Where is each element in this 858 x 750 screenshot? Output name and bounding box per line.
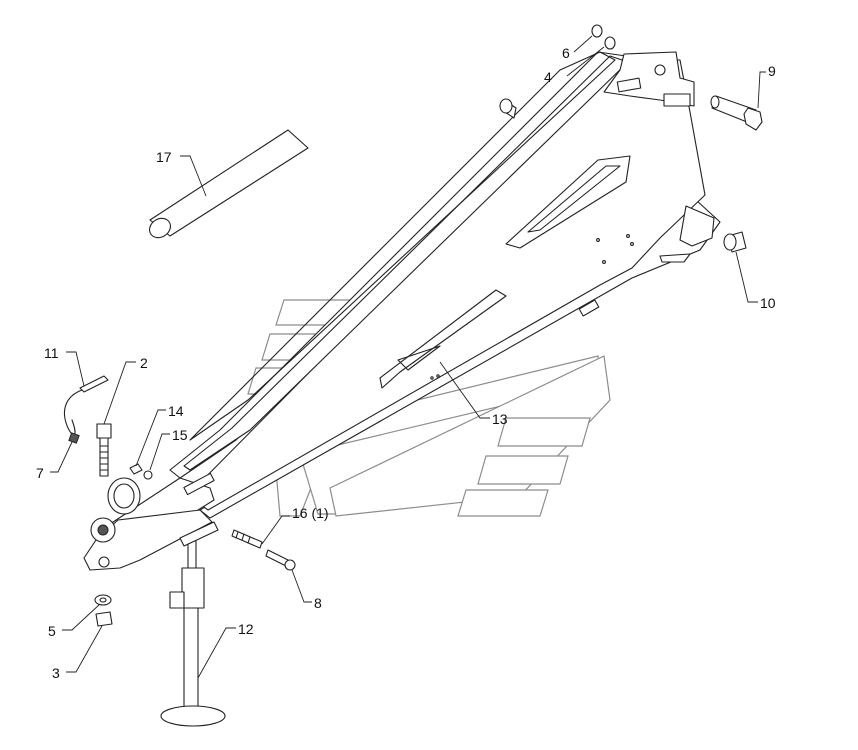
bolt-part-2	[96, 423, 141, 515]
nut-part-3	[95, 611, 113, 627]
bolt-part-8	[265, 549, 296, 571]
rings-part-4-6	[591, 24, 616, 50]
clip-part-7	[68, 432, 80, 444]
callout-labels: 6 4 9 17 10 11 2 14 15 7 13 16 (1) 8 5 1…	[36, 45, 776, 681]
callout-13: 13	[492, 411, 508, 427]
callout-16: 16 (1)	[292, 505, 329, 521]
callout-9: 9	[768, 63, 776, 79]
washer-part-5	[94, 594, 112, 606]
bushing-part-10	[723, 231, 747, 253]
bolt-part-16	[231, 529, 263, 549]
callout-17: 17	[156, 149, 172, 165]
washer-part-15	[143, 470, 153, 480]
nut-part-14	[129, 463, 143, 475]
tube-part-17	[149, 129, 309, 239]
callout-5: 5	[48, 623, 56, 639]
callout-4: 4	[544, 69, 552, 85]
callout-10: 10	[760, 295, 776, 311]
bushing-upper	[499, 98, 517, 119]
callout-12: 12	[238, 621, 254, 637]
spring-clip-part-11	[64, 375, 109, 436]
leader-lines	[50, 35, 766, 679]
callout-14: 14	[168, 403, 184, 419]
drawbar-frame	[83, 51, 721, 571]
pin-bolt-part-9	[710, 95, 763, 131]
callout-7: 7	[36, 465, 44, 481]
callout-11: 11	[44, 345, 59, 361]
callout-3: 3	[52, 665, 60, 681]
callout-2: 2	[140, 355, 148, 371]
watermark-logo	[247, 299, 611, 517]
callout-15: 15	[172, 427, 188, 443]
callout-8: 8	[314, 595, 322, 611]
jack-stand-part-12	[160, 521, 226, 727]
callout-6: 6	[562, 45, 570, 61]
